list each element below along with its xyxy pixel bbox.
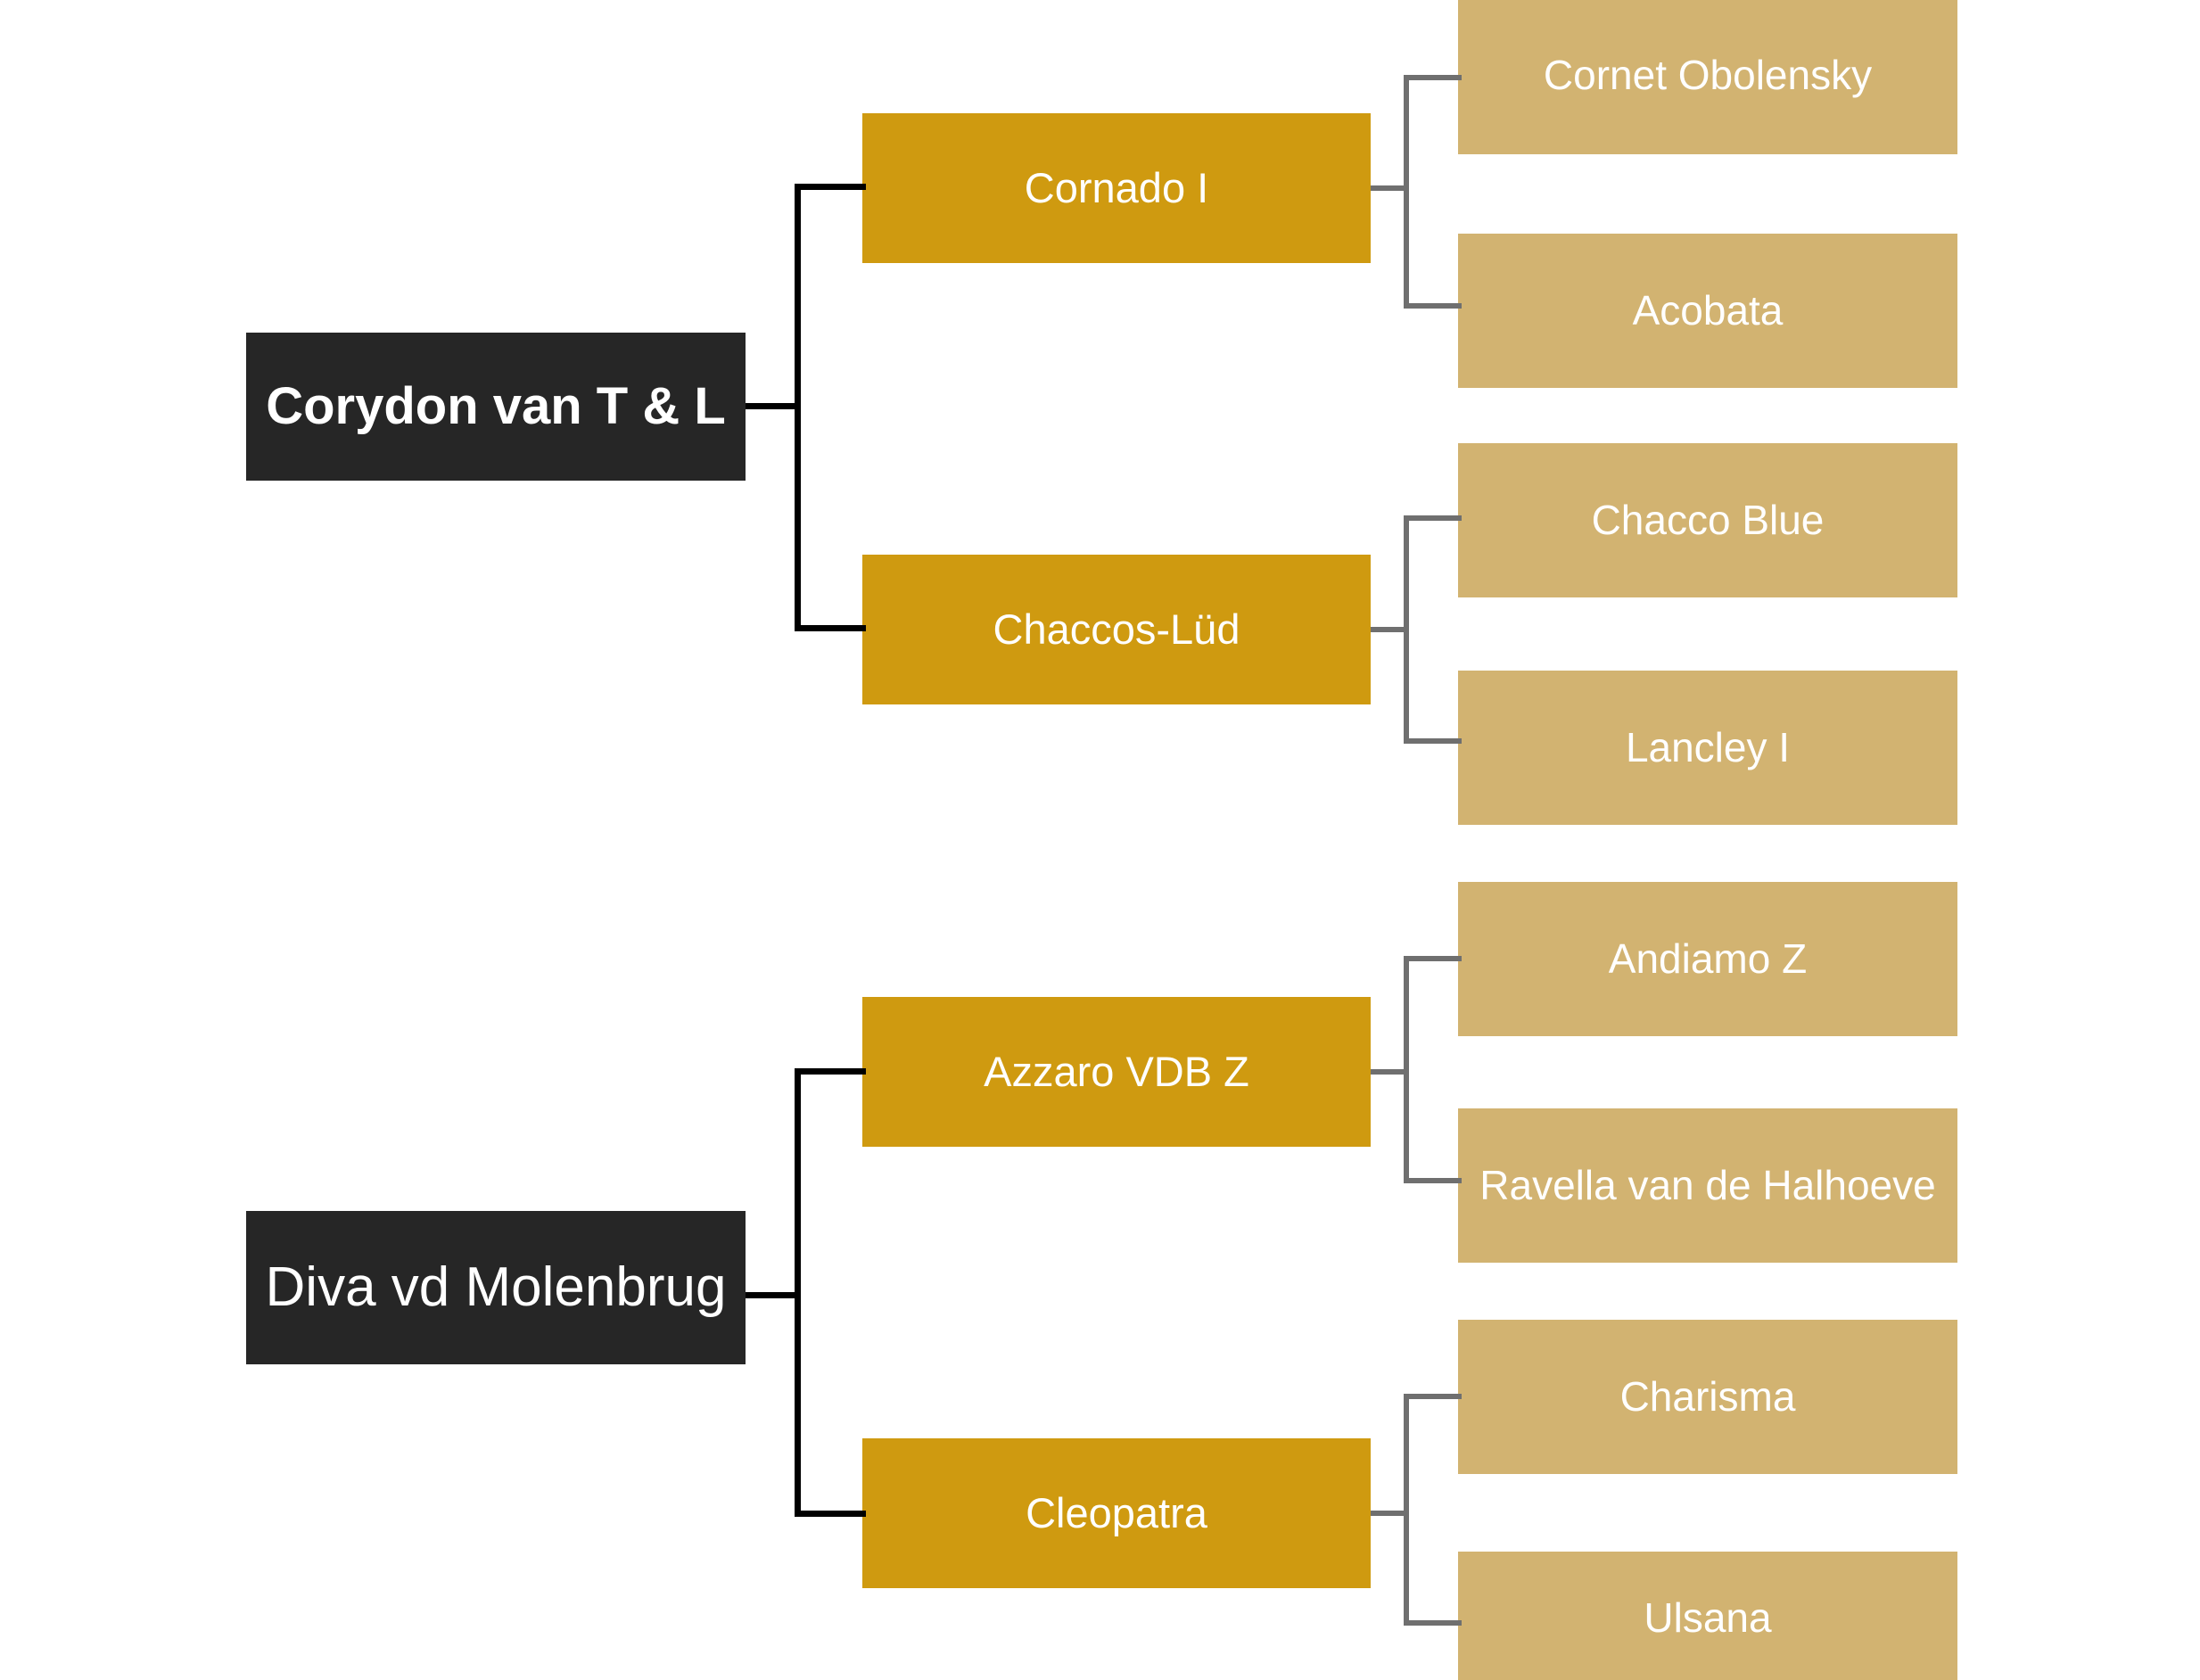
connector-parent1-1-spine xyxy=(1404,75,1409,309)
connector-root1-spine xyxy=(795,184,801,631)
connector-root1-branch-lower xyxy=(795,625,866,631)
node-parent-2-2[interactable]: Cleopatra xyxy=(862,1438,1371,1588)
connector-root2-spine xyxy=(795,1068,801,1517)
connector-root1-stem xyxy=(746,403,801,409)
node-grandparent-1-2-2[interactable]: Lancley I xyxy=(1458,671,1957,825)
node-parent-2-1[interactable]: Azzaro VDB Z xyxy=(862,997,1371,1147)
connector-parent1-2-spine xyxy=(1404,515,1409,744)
connector-root2-branch-lower xyxy=(795,1511,866,1517)
connector-parent2-2-spine xyxy=(1404,1394,1409,1626)
node-root-2[interactable]: Diva vd Molenbrug xyxy=(246,1211,746,1364)
connector-root1-branch-upper xyxy=(795,184,866,190)
node-grandparent-2-1-1[interactable]: Andiamo Z xyxy=(1458,882,1957,1036)
node-parent-1-1[interactable]: Cornado I xyxy=(862,113,1371,263)
connector-parent1-1-branch-upper xyxy=(1404,75,1462,80)
connector-parent2-2-stem xyxy=(1371,1511,1409,1516)
connector-parent2-1-stem xyxy=(1371,1069,1409,1075)
connector-parent2-1-branch-lower xyxy=(1404,1178,1462,1183)
connector-parent2-2-branch-upper xyxy=(1404,1394,1462,1399)
node-grandparent-2-2-2[interactable]: Ulsana xyxy=(1458,1552,1957,1680)
connector-parent2-1-spine xyxy=(1404,956,1409,1183)
connector-parent1-1-stem xyxy=(1371,185,1409,191)
connector-parent1-2-stem xyxy=(1371,627,1409,632)
connector-parent1-1-branch-lower xyxy=(1404,303,1462,309)
connector-parent2-2-branch-lower xyxy=(1404,1620,1462,1626)
node-grandparent-2-2-1[interactable]: Charisma xyxy=(1458,1320,1957,1474)
node-parent-1-2[interactable]: Chaccos-Lüd xyxy=(862,555,1371,704)
node-root-1[interactable]: Corydon van T & L xyxy=(246,333,746,481)
connector-parent2-1-branch-upper xyxy=(1404,956,1462,961)
connector-parent1-2-branch-lower xyxy=(1404,738,1462,744)
connector-root2-stem xyxy=(746,1292,801,1298)
node-grandparent-1-1-2[interactable]: Acobata xyxy=(1458,234,1957,388)
node-grandparent-1-2-1[interactable]: Chacco Blue xyxy=(1458,443,1957,597)
connector-parent1-2-branch-upper xyxy=(1404,515,1462,521)
node-grandparent-1-1-1[interactable]: Cornet Obolensky xyxy=(1458,0,1957,154)
connector-root2-branch-upper xyxy=(795,1068,866,1075)
node-grandparent-2-1-2[interactable]: Ravella van de Halhoeve xyxy=(1458,1108,1957,1263)
